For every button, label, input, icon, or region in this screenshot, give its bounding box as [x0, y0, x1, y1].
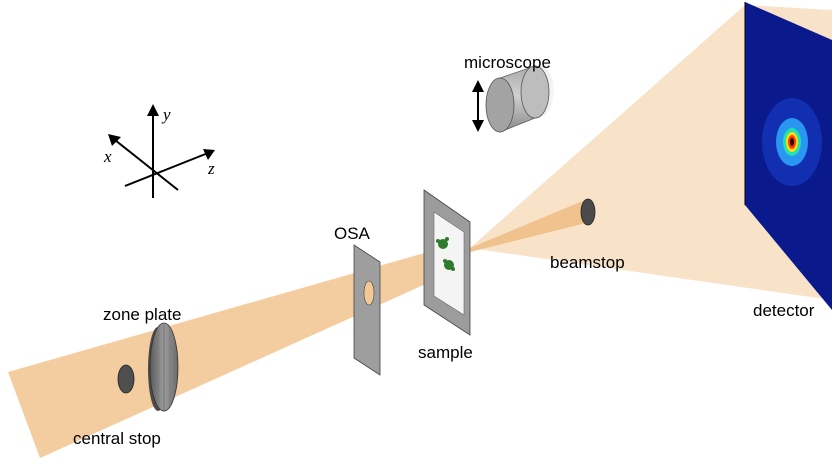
zone-plate	[148, 322, 179, 412]
incident-beam	[8, 240, 470, 458]
label-detector: detector	[753, 301, 815, 320]
microscope-motion-arrow	[472, 80, 484, 132]
sample-holder	[423, 189, 471, 336]
label-zone-plate: zone plate	[103, 305, 182, 324]
detector	[744, 2, 832, 310]
osa-plate	[353, 244, 381, 376]
beamstop	[580, 198, 596, 226]
label-osa: OSA	[334, 224, 370, 243]
axis-label-y: y	[163, 105, 171, 124]
coordinate-axes	[108, 104, 215, 198]
axis-label-x: x	[104, 147, 112, 166]
microscope	[485, 65, 554, 133]
label-beamstop: beamstop	[550, 253, 625, 272]
label-sample: sample	[418, 343, 473, 362]
diffraction-pattern	[762, 98, 822, 186]
axis-label-z: z	[208, 159, 215, 178]
label-microscope: microscope	[464, 53, 551, 72]
sample-particle	[436, 237, 455, 271]
label-central-stop: central stop	[73, 429, 161, 448]
central-stop	[117, 364, 135, 394]
transmitted-beam	[470, 200, 590, 252]
